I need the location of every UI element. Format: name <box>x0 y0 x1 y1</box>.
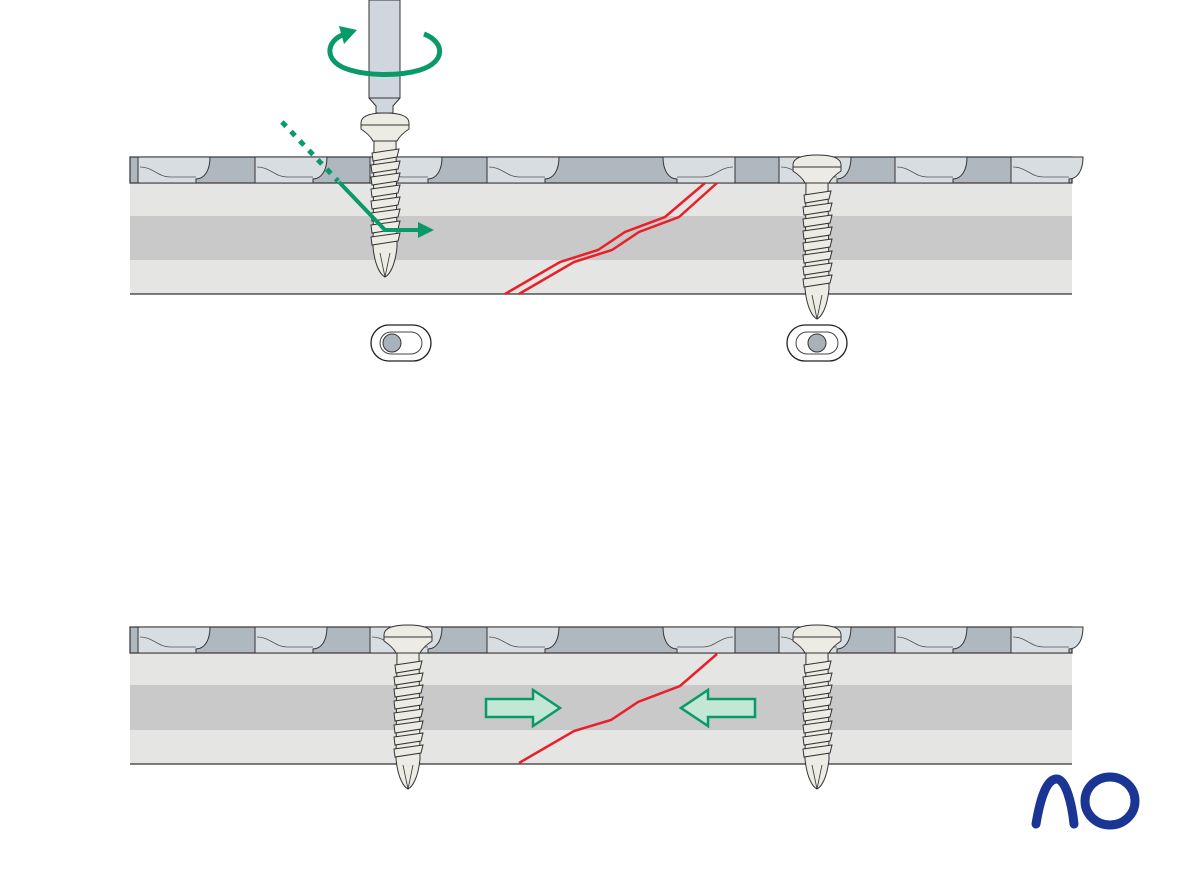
fracture-line-closed <box>518 653 718 765</box>
panel-before-compression <box>129 0 1084 362</box>
bone <box>130 183 1072 295</box>
screwdriver <box>368 0 401 114</box>
bone <box>130 653 1072 765</box>
screw-position-neutral <box>807 333 827 353</box>
rotation-arrow-icon <box>327 26 443 77</box>
panel-after-compression <box>129 624 1084 790</box>
screw-position-eccentric <box>382 333 402 353</box>
fracture-line-gap <box>504 182 718 296</box>
plate <box>129 156 1084 184</box>
compression-arrow-right-icon <box>484 687 563 729</box>
screw-path-arrow-icon <box>280 120 434 238</box>
ao-logo <box>1031 772 1140 830</box>
plate <box>129 626 1084 654</box>
compression-arrow-left-icon <box>678 687 757 729</box>
